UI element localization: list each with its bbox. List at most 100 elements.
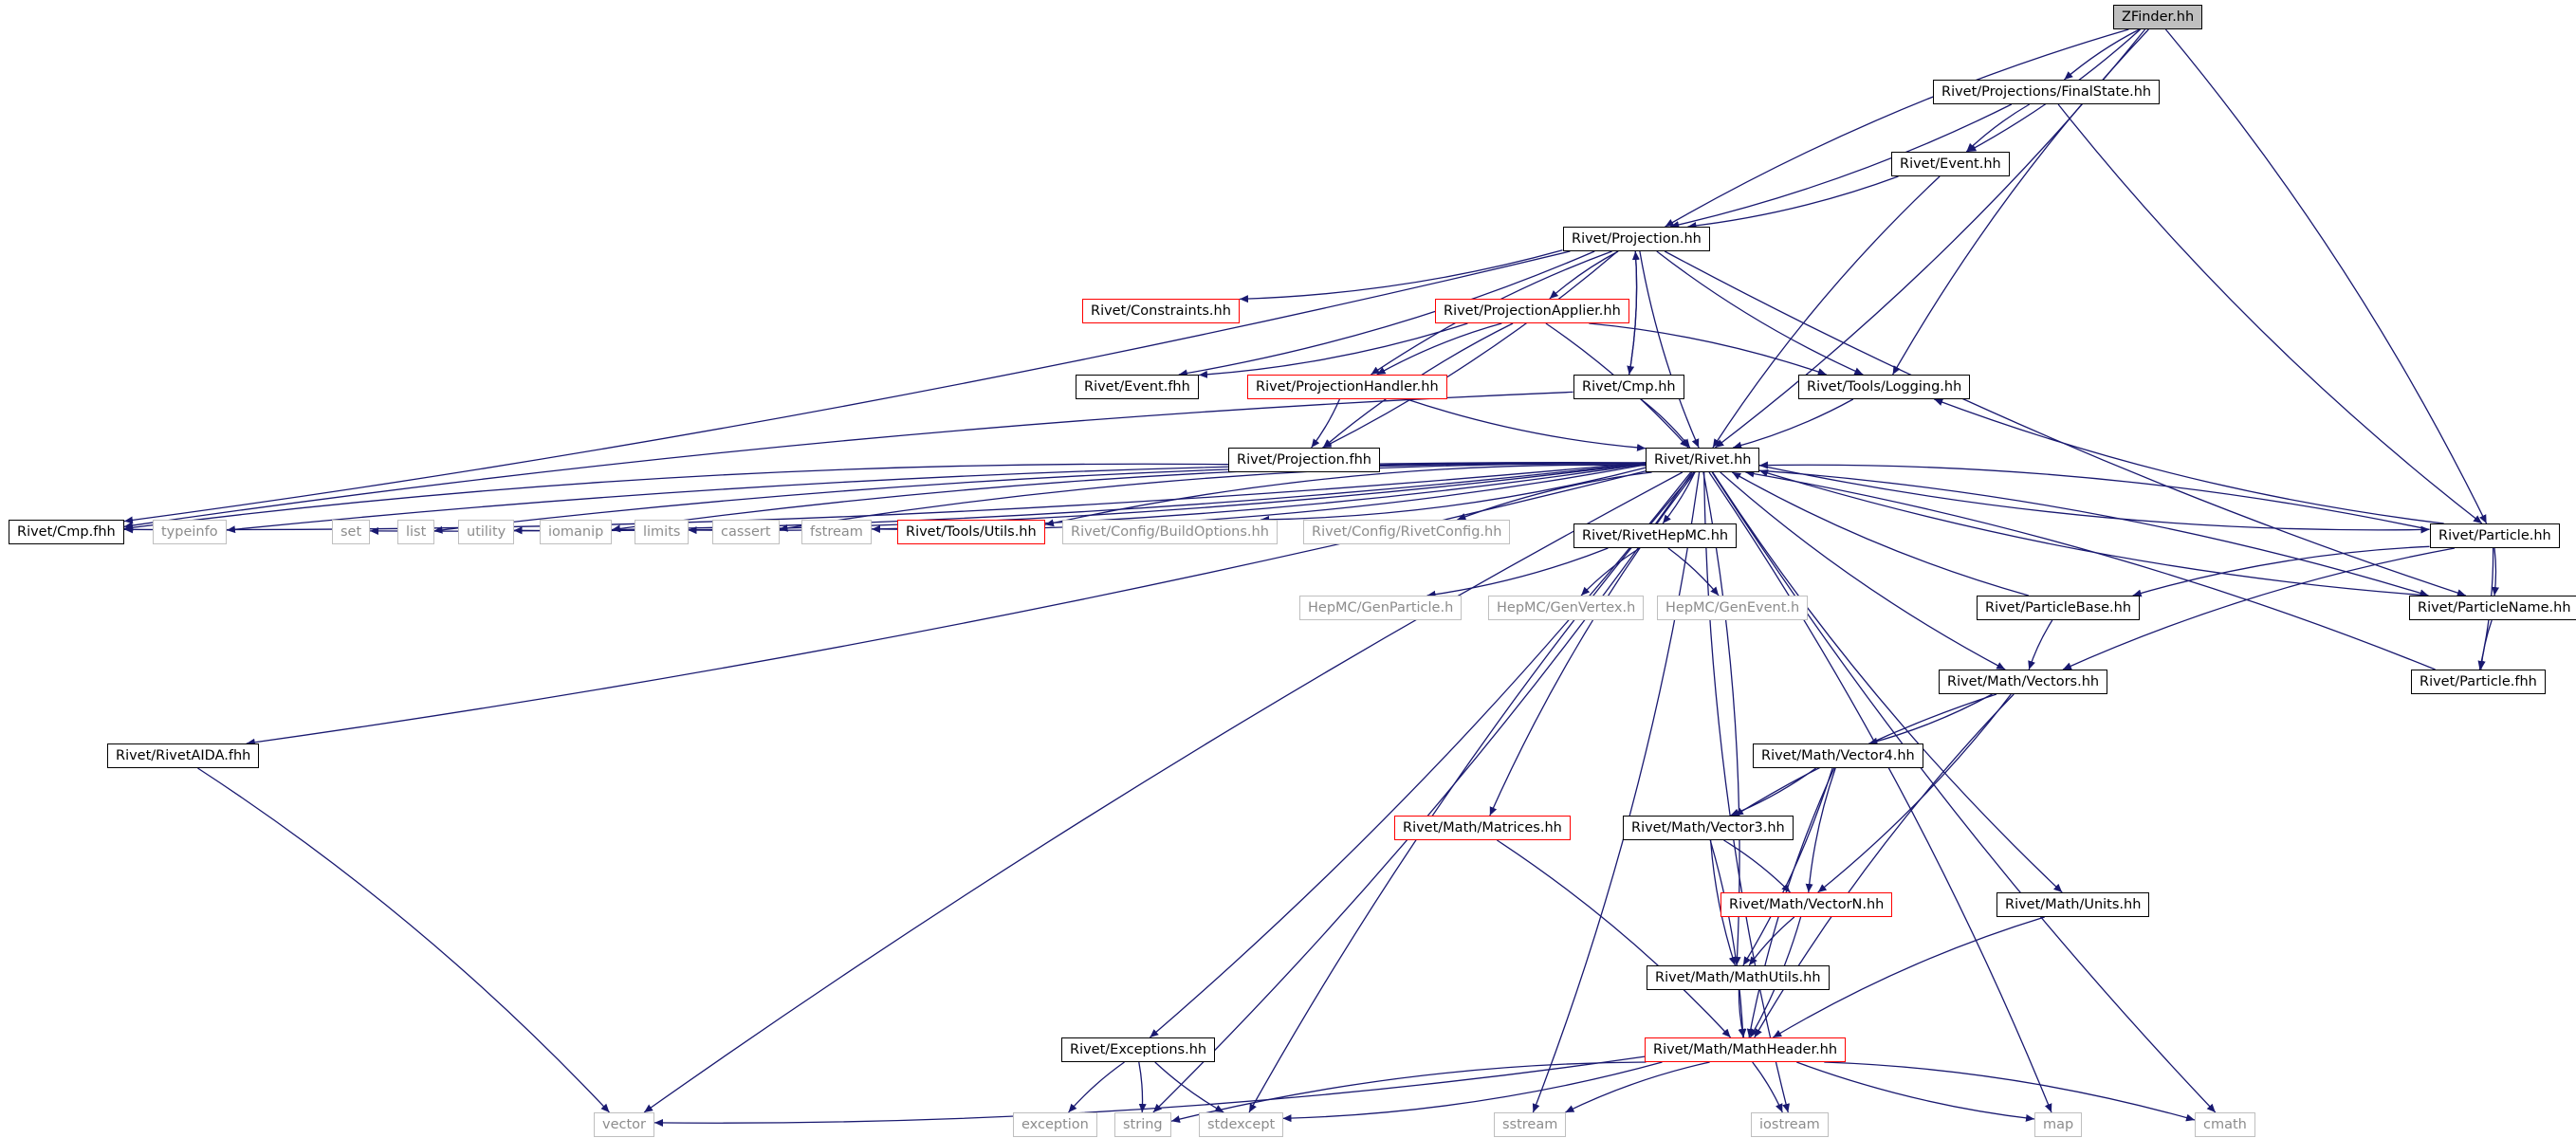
- edge-vector4-to-vectorn: [1805, 767, 1836, 893]
- graph-node-vectors[interactable]: Rivet/Math/Vectors.hh: [1939, 670, 2108, 694]
- graph-node-zfinder[interactable]: ZFinder.hh: [2113, 5, 2203, 29]
- graph-node-vector: vector: [594, 1112, 654, 1137]
- graph-node-vector3[interactable]: Rivet/Math/Vector3.hh: [1623, 816, 1794, 840]
- edge-rivet_hh-to-string: [1152, 471, 1693, 1113]
- edge-particle_hh-to-particlebase: [2132, 545, 2430, 597]
- graph-node-rivet_hh[interactable]: Rivet/Rivet.hh: [1646, 448, 1760, 472]
- edge-projapplier-to-event_fhh: [1198, 322, 1468, 378]
- edge-zfinder-to-particle_hh: [2164, 28, 2488, 524]
- edge-rivet_hh-to-exceptions: [1149, 471, 1692, 1038]
- edge-projection_hh-to-logging: [1656, 250, 1864, 376]
- graph-node-finalstate[interactable]: Rivet/Projections/FinalState.hh: [1933, 80, 2161, 104]
- edge-rivet_hh-to-matrices: [1489, 471, 1696, 817]
- graph-node-rivethepmc[interactable]: Rivet/RivetHepMC.hh: [1573, 523, 1738, 548]
- edge-rivet_hh-to-map: [1708, 471, 2052, 1113]
- graph-node-fstream: fstream: [801, 520, 872, 544]
- graph-node-exceptions[interactable]: Rivet/Exceptions.hh: [1061, 1037, 1216, 1062]
- edge-units-to-mathheader: [1772, 916, 2045, 1038]
- edge-particle_fhh-to-rivet_hh: [1745, 469, 2436, 670]
- graph-node-vector4[interactable]: Rivet/Math/Vector4.hh: [1753, 743, 1923, 768]
- graph-node-particlebase[interactable]: Rivet/ParticleBase.hh: [1977, 596, 2141, 620]
- graph-node-projapplier[interactable]: Rivet/ProjectionApplier.hh: [1435, 299, 1629, 323]
- edge-vector3-to-mathheader: [1709, 839, 1747, 1038]
- graph-node-utils[interactable]: Rivet/Tools/Utils.hh: [897, 520, 1045, 544]
- graph-node-mathutils[interactable]: Rivet/Math/MathUtils.hh: [1647, 965, 1830, 990]
- edge-projection_fhh-to-cmp_fhh: [123, 463, 1229, 532]
- graph-node-mathheader[interactable]: Rivet/Math/MathHeader.hh: [1645, 1037, 1847, 1062]
- edge-rivet_hh-to-buildoptions: [1260, 467, 1647, 523]
- edge-exceptions-to-exception: [1068, 1061, 1125, 1113]
- graph-node-iomanip: iomanip: [540, 520, 613, 544]
- graph-node-rivetconfig: Rivet/Config/RivetConfig.hh: [1303, 520, 1511, 544]
- edge-matrices-to-mathheader: [1497, 839, 1732, 1038]
- edge-finalstate-to-particle_hh: [2057, 103, 2483, 524]
- edge-projection_hh-to-projection_fhh: [1322, 250, 1618, 449]
- edge-projapplier-to-projhandler: [1376, 322, 1502, 376]
- graph-node-cmp_hh[interactable]: Rivet/Cmp.hh: [1573, 375, 1684, 399]
- graph-node-event_hh[interactable]: Rivet/Event.hh: [1891, 152, 2010, 176]
- edge-rivethepmc-to-genvertex: [1580, 547, 1641, 597]
- graph-node-projhandler[interactable]: Rivet/ProjectionHandler.hh: [1247, 375, 1447, 399]
- edge-mathheader-to-map: [1796, 1061, 2035, 1122]
- edge-particle_hh-to-logging: [1934, 398, 2444, 524]
- edge-exceptions-to-stdexcept: [1154, 1061, 1224, 1113]
- graph-node-constraints[interactable]: Rivet/Constraints.hh: [1082, 299, 1240, 323]
- edge-projapplier-to-logging: [1589, 322, 1827, 376]
- graph-node-matrices[interactable]: Rivet/Math/Matrices.hh: [1394, 816, 1571, 840]
- graph-node-cmp_fhh[interactable]: Rivet/Cmp.fhh: [9, 520, 124, 544]
- edge-mathutils-to-mathheader: [1738, 989, 1746, 1038]
- edge-rivet_hh-to-particle_hh: [1758, 465, 2430, 534]
- edge-zfinder-to-logging: [1892, 28, 2149, 376]
- graph-node-projection_hh[interactable]: Rivet/Projection.hh: [1563, 227, 1710, 251]
- graph-node-buildoptions: Rivet/Config/BuildOptions.hh: [1062, 520, 1278, 544]
- graph-node-particle_hh[interactable]: Rivet/Particle.hh: [2430, 523, 2560, 548]
- edge-rivet_hh-to-cassert: [779, 463, 1647, 532]
- edge-projection_hh-to-projapplier: [1549, 250, 1619, 300]
- edge-finalstate-to-projection_hh: [1670, 103, 2013, 229]
- edge-logging-to-rivet_hh: [1733, 398, 1854, 450]
- graph-node-stdexcept: stdexcept: [1199, 1112, 1284, 1137]
- graph-node-sstream: sstream: [1494, 1112, 1567, 1137]
- graph-node-map: map: [2034, 1112, 2083, 1137]
- edge-rivet_hh-to-vector: [643, 471, 1684, 1113]
- edge-rivet_hh-to-sstream: [1532, 471, 1701, 1113]
- edge-projection_hh-to-constraints: [1239, 249, 1563, 303]
- edge-vector3-to-mathutils: [1709, 839, 1737, 966]
- edge-particle_hh-to-vectors: [2062, 547, 2456, 670]
- graph-node-string: string: [1114, 1112, 1171, 1137]
- graph-node-exception: exception: [1013, 1112, 1097, 1137]
- graph-node-projection_fhh[interactable]: Rivet/Projection.fhh: [1228, 448, 1380, 472]
- edge-projection_hh-to-event_fhh: [1178, 250, 1595, 377]
- graph-node-set: set: [332, 520, 371, 544]
- edge-zfinder-to-finalstate: [2063, 28, 2140, 81]
- edge-cmp_hh-to-cmp_fhh: [123, 391, 1573, 529]
- edge-vectors-to-vector4: [1868, 693, 1993, 745]
- edge-cmp_hh-to-rivet_hh: [1640, 398, 1691, 449]
- graph-node-particlename[interactable]: Rivet/ParticleName.hh: [2409, 596, 2576, 620]
- edge-rivet_hh-to-utils: [1044, 464, 1647, 527]
- edge-particlebase-to-vectors: [2028, 619, 2053, 670]
- graph-node-cmath: cmath: [2195, 1112, 2255, 1137]
- graph-node-event_fhh[interactable]: Rivet/Event.fhh: [1076, 375, 1199, 399]
- edge-mathheader-to-vector: [653, 1055, 1646, 1127]
- graph-node-genevent: HepMC/GenEvent.h: [1657, 596, 1809, 620]
- edge-rivet_hh-to-rivethepmc: [1662, 471, 1696, 524]
- edge-finalstate-to-event_hh: [1965, 103, 2031, 153]
- graph-node-list: list: [397, 520, 435, 544]
- edge-particle_hh-to-rivet_hh: [1758, 461, 2430, 531]
- edge-zfinder-to-projection_hh: [1665, 28, 2129, 228]
- graph-node-typeinfo: typeinfo: [153, 520, 227, 544]
- edge-exceptions-to-string: [1138, 1061, 1147, 1113]
- edge-cmp_hh-to-projection_hh: [1628, 250, 1640, 376]
- graph-node-rivetaida[interactable]: Rivet/RivetAIDA.fhh: [107, 743, 260, 768]
- graph-node-particle_fhh[interactable]: Rivet/Particle.fhh: [2411, 670, 2546, 694]
- edge-rivetaida-to-vector: [197, 767, 610, 1113]
- graph-node-genparticle: HepMC/GenParticle.h: [1299, 596, 1463, 620]
- graph-node-logging[interactable]: Rivet/Tools/Logging.hh: [1798, 375, 1971, 399]
- edge-rivet_hh-to-iostream: [1703, 471, 1790, 1113]
- graph-node-units[interactable]: Rivet/Math/Units.hh: [1996, 892, 2150, 917]
- edge-rivet_hh-to-cmath: [1711, 471, 2217, 1113]
- graph-node-vectorn[interactable]: Rivet/Math/VectorN.hh: [1720, 892, 1893, 917]
- edge-particlebase-to-rivet_hh: [1731, 471, 2029, 597]
- edge-vector3-to-vectorn: [1723, 839, 1791, 893]
